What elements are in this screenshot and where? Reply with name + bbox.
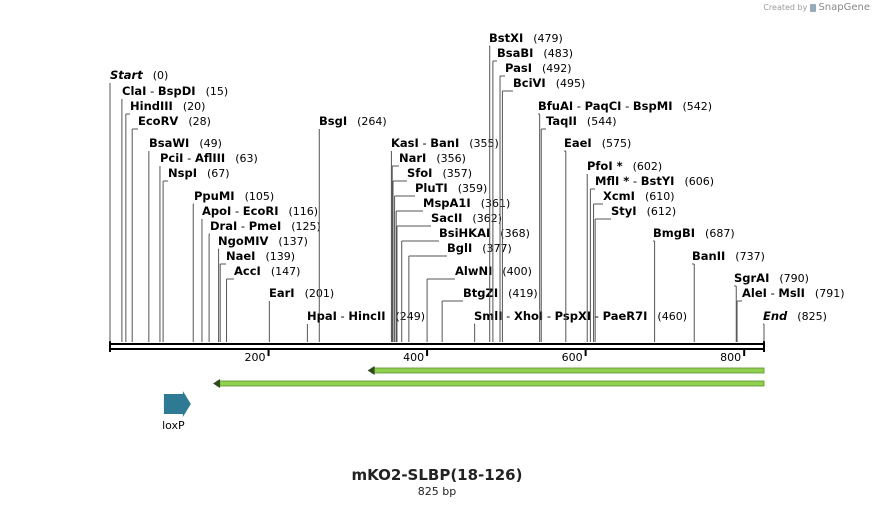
enzyme-site-label[interactable]: BsaBI(483) bbox=[497, 46, 573, 60]
feature-arrow[interactable] bbox=[216, 380, 765, 387]
ruler-tick bbox=[743, 350, 746, 356]
enzyme-site-label[interactable]: End(825) bbox=[763, 309, 827, 323]
plasmid-length: 825 bp bbox=[417, 485, 457, 498]
enzyme-site-label[interactable]: DraI - PmeI(125) bbox=[210, 219, 321, 233]
feature-arrow[interactable] bbox=[371, 367, 765, 374]
loxp-arrow[interactable] bbox=[163, 391, 191, 417]
enzyme-site-label[interactable]: NgoMIV(137) bbox=[218, 234, 308, 248]
enzyme-site-label[interactable]: ApoI - EcoRI(116) bbox=[202, 204, 318, 218]
enzyme-site-label[interactable]: ClaI - BspDI(15) bbox=[122, 84, 228, 98]
enzyme-site-label[interactable]: TaqII(544) bbox=[546, 114, 617, 128]
enzyme-site-label[interactable]: EarI(201) bbox=[269, 286, 334, 300]
enzyme-site-label[interactable]: SmlI - XhoI - PspXI - PaeR7I(460) bbox=[474, 309, 687, 323]
enzyme-site-label[interactable]: AlwNI(400) bbox=[455, 264, 532, 278]
enzyme-site-label[interactable]: KasI - BanI(355) bbox=[391, 136, 499, 150]
enzyme-site-label[interactable]: SfoI(357) bbox=[407, 166, 472, 180]
ruler-tick-label: 800 bbox=[720, 351, 741, 364]
enzyme-site-label[interactable]: BsaWI(49) bbox=[149, 136, 222, 150]
plasmid-name: mKO2-SLBP(18-126) bbox=[351, 466, 523, 484]
enzyme-site-label[interactable]: BmgBI(687) bbox=[653, 226, 735, 240]
ruler-tick bbox=[584, 350, 587, 356]
enzyme-site-label[interactable]: StyI(612) bbox=[611, 204, 676, 218]
enzyme-site-label[interactable]: Start(0) bbox=[110, 68, 168, 82]
enzyme-site-label[interactable]: HindIII(20) bbox=[130, 99, 205, 113]
enzyme-site-label[interactable]: AccI(147) bbox=[234, 264, 300, 278]
feature-arrowhead bbox=[213, 379, 221, 388]
enzyme-site-label[interactable]: SgrAI(790) bbox=[734, 271, 809, 285]
enzyme-site-label[interactable]: PasI(492) bbox=[505, 61, 572, 75]
enzyme-site-label[interactable]: NarI(356) bbox=[399, 151, 466, 165]
enzyme-site-label[interactable]: XcmI(610) bbox=[603, 189, 675, 203]
ruler-tick-label: 200 bbox=[245, 351, 266, 364]
enzyme-site-label[interactable]: PluTI(359) bbox=[415, 181, 487, 195]
enzyme-site-label[interactable]: NaeI(139) bbox=[226, 249, 295, 263]
ruler-tick bbox=[267, 350, 270, 356]
snapgene-logo-icon bbox=[809, 3, 816, 12]
loxp-label: loxP bbox=[162, 419, 185, 432]
enzyme-site-label[interactable]: BanII(737) bbox=[692, 249, 765, 263]
enzyme-site-label[interactable]: BstXI(479) bbox=[489, 31, 563, 45]
enzyme-site-label[interactable]: BsiHKAI(368) bbox=[439, 226, 530, 240]
backbone-start-cap bbox=[109, 341, 111, 352]
enzyme-site-label[interactable]: NspI(67) bbox=[168, 166, 230, 180]
enzyme-site-label[interactable]: BciVI(495) bbox=[513, 76, 585, 90]
enzyme-site-label[interactable]: SacII(362) bbox=[431, 211, 502, 225]
enzyme-site-label[interactable]: PfoI *(602) bbox=[587, 159, 662, 173]
enzyme-site-label[interactable]: BsgI(264) bbox=[319, 114, 387, 128]
ruler-tick-label: 400 bbox=[403, 351, 424, 364]
enzyme-site-label[interactable]: PpuMI(105) bbox=[194, 189, 274, 203]
enzyme-site-label[interactable]: HpaI - HincII(249) bbox=[307, 309, 425, 323]
enzyme-site-label[interactable]: PciI - AflIII(63) bbox=[160, 151, 258, 165]
feature-arrowhead bbox=[367, 366, 375, 375]
ruler-tick bbox=[426, 350, 429, 356]
backbone-line-bottom bbox=[110, 348, 764, 350]
ruler-tick-label: 600 bbox=[562, 351, 583, 364]
enzyme-site-label[interactable]: MspA1I(361) bbox=[423, 196, 510, 210]
backbone-line-top bbox=[110, 343, 764, 345]
enzyme-site-label[interactable]: AleI - MslI(791) bbox=[742, 286, 845, 300]
enzyme-site-label[interactable]: EaeI(575) bbox=[564, 136, 631, 150]
enzyme-site-label[interactable]: BfuAI - PaqCI - BspMI(542) bbox=[538, 99, 712, 113]
snapgene-watermark: Created by SnapGene bbox=[763, 2, 870, 13]
enzyme-site-label[interactable]: MflI * - BstYI(606) bbox=[595, 174, 714, 188]
backbone-end-cap bbox=[763, 341, 765, 352]
enzyme-site-label[interactable]: EcoRV(28) bbox=[138, 114, 211, 128]
